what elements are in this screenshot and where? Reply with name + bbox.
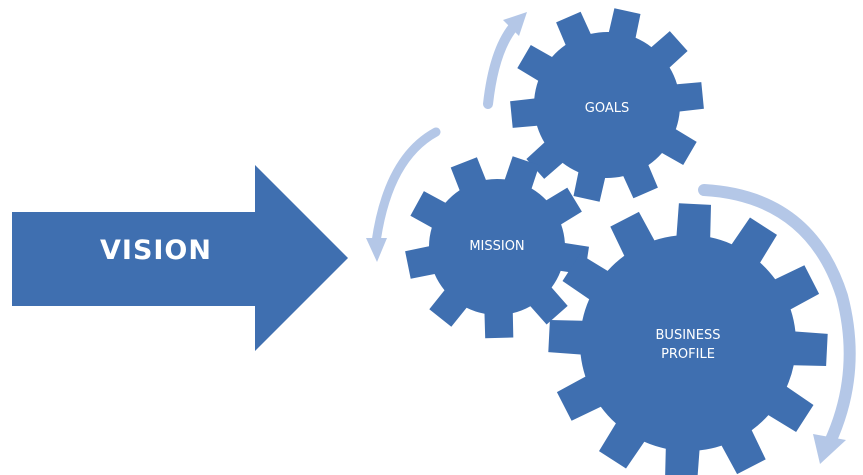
arc-arrowhead-top: [503, 12, 527, 36]
gear-goals-shape: [510, 8, 704, 202]
vision-arrow-shape: [12, 165, 348, 351]
gear-business-profile: BUSINESS PROFILE: [548, 203, 828, 475]
arc-arrow-top: [483, 21, 519, 109]
arc-arrowhead-left: [366, 238, 387, 262]
gear-mission-shape: [405, 156, 589, 339]
gear-goals: GOALS: [510, 8, 704, 202]
gear-business-profile-label-line2: PROFILE: [661, 347, 715, 362]
gear-business-profile-shape: [548, 203, 828, 475]
arc-arrowhead-right: [813, 434, 846, 464]
vision-label: VISION: [100, 235, 212, 266]
cycle-arrows: [366, 12, 856, 464]
gear-business-profile-label-line1: BUSINESS: [656, 328, 721, 343]
gear-goals-label: GOALS: [585, 101, 629, 116]
vision-arrow: VISION: [12, 165, 348, 351]
gear-mission-label: MISSION: [469, 239, 524, 254]
arc-arrow-left: [371, 127, 441, 247]
gear-mission: MISSION: [405, 156, 589, 339]
arc-arrow-right: [698, 184, 856, 448]
